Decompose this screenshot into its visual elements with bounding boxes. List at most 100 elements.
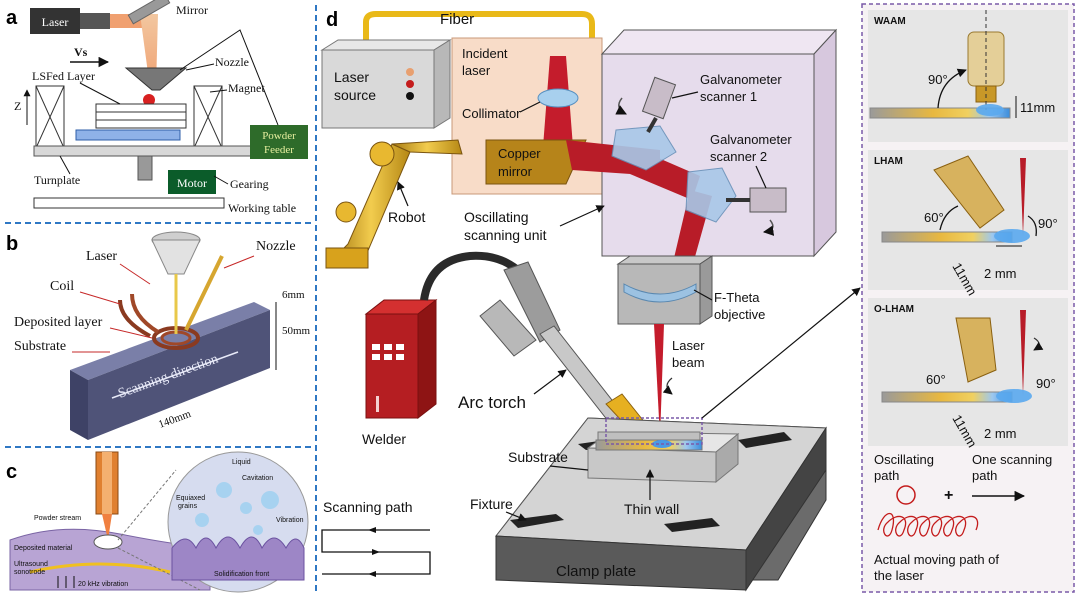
lsfed-label: LSFed Layer <box>32 69 95 83</box>
vibration-20khz: 20 kHz vibration <box>78 581 128 588</box>
turnplate-label: Turnplate <box>34 173 80 187</box>
olham-label: O-LHAM <box>874 304 914 315</box>
ftheta-l1: F-Theta <box>714 290 760 305</box>
gearing-label: Gearing <box>230 177 269 191</box>
thin-wall <box>595 439 703 451</box>
incident-l2: laser <box>462 63 491 78</box>
b-laser-label: Laser <box>86 249 117 264</box>
copper-l2: mirror <box>498 164 533 179</box>
lham-laser <box>1020 158 1026 236</box>
vs-label: Vs <box>74 45 88 59</box>
galvo-1-motor <box>641 76 677 120</box>
panel-a-letter: a <box>6 7 18 29</box>
solidification-front-label: Solidification front <box>214 571 269 578</box>
collimator-label: Collimator <box>462 106 521 121</box>
panel-e: WAAM 90° 11mm LHAM 60° 90° 11mm 2 mm O-L… <box>861 3 1075 593</box>
powder-stream-label: Powder stream <box>34 515 81 522</box>
laser-label: Laser <box>42 15 69 29</box>
scanning-path: Scanning path <box>321 499 431 577</box>
motor-box <box>168 170 216 194</box>
olham-angle2: 90° <box>1036 376 1056 391</box>
substrate-d <box>587 447 717 483</box>
fixture-1 <box>510 514 564 528</box>
panel-b: b Scanning direction Laser Nozzle Coil D… <box>6 231 311 440</box>
dim-6mm: 6mm <box>282 289 305 301</box>
lham-torch <box>933 155 1005 229</box>
nozzle-shape <box>124 67 188 91</box>
incident-beam <box>542 56 574 160</box>
olham-dist2: 2 mm <box>984 426 1017 441</box>
panel-d: d Fiber Laser source Incident laser Coll… <box>320 9 861 592</box>
powder-feeder-box <box>250 125 308 159</box>
copper-mirror <box>485 139 587 185</box>
galvo2-l1: Galvanometer <box>710 132 792 147</box>
waam-dist: 11mm <box>1020 100 1055 115</box>
melt-pool <box>143 94 155 106</box>
lham-dist2: 2 mm <box>984 266 1017 281</box>
laser-source-l1: Laser <box>334 69 369 85</box>
one-scan-l1: One scanning <box>972 452 1052 467</box>
olham-torch <box>955 317 997 383</box>
lham-angle2: 90° <box>1038 216 1058 231</box>
laser-beam <box>654 324 664 438</box>
welder-cable <box>420 251 523 301</box>
laser-head-b <box>151 239 201 275</box>
laser-beam-l1: Laser <box>672 338 705 353</box>
laser-source-l2: source <box>334 87 376 103</box>
galvo-2-motor <box>749 187 787 213</box>
vibration-label: Vibration <box>276 517 304 524</box>
galvo2-l2: scanner 2 <box>710 149 767 164</box>
z-label: Z <box>14 99 21 113</box>
scanning-path-label: Scanning path <box>323 499 413 515</box>
laser-box <box>30 8 80 34</box>
dim-50mm: 50mm <box>282 325 311 337</box>
one-scan-l2: path <box>972 468 997 483</box>
b-nozzle-label: Nozzle <box>256 239 296 254</box>
nozzle-label: Nozzle <box>215 55 249 69</box>
waam-angle: 90° <box>928 72 948 87</box>
working-table-label: Working table <box>228 201 296 215</box>
mirror-shape <box>127 0 171 25</box>
collimator-lens <box>537 88 579 108</box>
coil-label: Coil <box>50 279 74 294</box>
mirror-label: Mirror <box>176 3 208 17</box>
arc-torch-label: Arc torch <box>458 393 526 412</box>
liquid-label: Liquid <box>232 459 251 466</box>
actual-l1: Actual moving path of <box>874 552 999 567</box>
lham-angle1: 60° <box>924 210 944 225</box>
olham-angle1: 60° <box>926 372 946 387</box>
incident-l1: Incident <box>462 46 508 61</box>
ultrasound-l2: sonotrode <box>14 569 45 576</box>
galvo1-l2: scanner 1 <box>700 89 757 104</box>
equiaxed-l1: Equiaxed <box>176 495 205 502</box>
robot-label: Robot <box>388 209 425 225</box>
panel-a: a Laser Mirror Vs Nozzle LSFed Layer Mag… <box>6 0 308 215</box>
ultrasound-l1: Ultrasound <box>14 561 48 568</box>
panel-c: c Powder stream Deposited material Ultra… <box>6 451 309 593</box>
fixture-label: Fixture <box>470 496 513 512</box>
actual-l2: the laser <box>874 568 925 583</box>
ftheta-l2: objective <box>714 307 765 322</box>
osc-path-l2: path <box>874 468 899 483</box>
deposited-layer-label: Deposited layer <box>14 315 103 330</box>
magnet-label: Magnet <box>228 81 265 95</box>
oscillating-l2: scanning unit <box>464 227 547 243</box>
powder-feeder-l2: Feeder <box>264 144 294 156</box>
panel-c-letter: c <box>6 461 17 483</box>
galvo1-l1: Galvanometer <box>700 72 782 87</box>
laser-source-box <box>321 49 435 129</box>
powder-feeder-l1: Powder <box>262 130 296 142</box>
dim-140mm: 140mm <box>157 408 193 431</box>
clamp-plate-label: Clamp plate <box>556 563 636 580</box>
substrate-d-label: Substrate <box>508 449 568 465</box>
robot-base <box>325 247 369 269</box>
powder-nozzle-b <box>184 255 224 331</box>
osc-path-l1: Oscillating <box>874 452 934 467</box>
panel-dividers <box>5 5 317 592</box>
welder-label: Welder <box>362 431 406 447</box>
lham-label: LHAM <box>874 156 903 167</box>
waam-label: WAAM <box>874 16 906 27</box>
fiber-label: Fiber <box>440 11 474 28</box>
welder-box <box>365 313 419 419</box>
laser-beam-l2: beam <box>672 355 705 370</box>
